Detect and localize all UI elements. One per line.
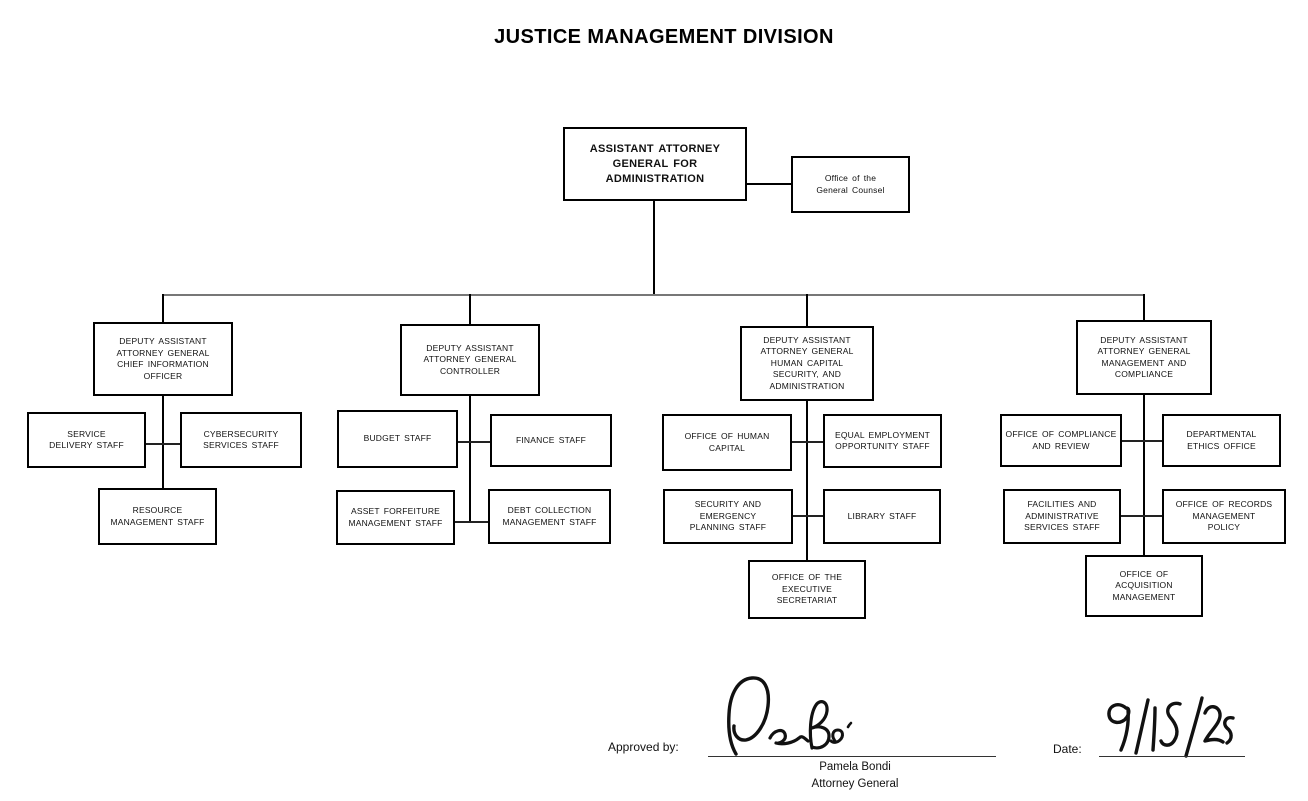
connector-counsel — [747, 183, 791, 185]
signature-line — [708, 756, 996, 757]
org-box-resource-management-staff: RESOURCE MANAGEMENT STAFF — [98, 488, 217, 545]
org-box-deputy-controller: DEPUTY ASSISTANT ATTORNEY GENERAL CONTRO… — [400, 324, 540, 396]
org-box-office-human-capital: OFFICE OF HUMAN CAPITAL — [662, 414, 792, 471]
connector-branch1-row1 — [146, 443, 180, 445]
date-label: Date: — [1053, 742, 1082, 756]
org-box-asset-forfeiture-staff: ASSET FORFEITURE MANAGEMENT STAFF — [336, 490, 455, 545]
org-box-deputy-human-capital: DEPUTY ASSISTANT ATTORNEY GENERAL HUMAN … — [740, 326, 874, 401]
org-box-security-emergency-planning: SECURITY AND EMERGENCY PLANNING STAFF — [663, 489, 793, 544]
org-box-executive-secretariat: OFFICE OF THE EXECUTIVE SECRETARIAT — [748, 560, 866, 619]
org-box-finance-staff: FINANCE STAFF — [490, 414, 612, 467]
org-box-budget-staff: BUDGET STAFF — [337, 410, 458, 468]
org-box-deputy-management-compliance: DEPUTY ASSISTANT ATTORNEY GENERAL MANAGE… — [1076, 320, 1212, 395]
org-box-office-general-counsel: Office of the General Counsel — [791, 156, 910, 213]
signature-pamela-bondi — [727, 676, 853, 756]
connector-branch3-spine — [806, 401, 808, 560]
connector-branch2-spine — [469, 396, 471, 522]
org-box-acquisition-management: OFFICE OF ACQUISITION MANAGEMENT — [1085, 555, 1203, 617]
org-box-departmental-ethics: DEPARTMENTAL ETHICS OFFICE — [1162, 414, 1281, 467]
connector-branch4-spine — [1143, 395, 1145, 555]
connector-drop-branch3 — [806, 294, 808, 326]
date-line — [1099, 756, 1245, 757]
org-box-debt-collection-staff: DEBT COLLECTION MANAGEMENT STAFF — [488, 489, 611, 544]
connector-branch1-spine — [162, 396, 164, 488]
connector-branch4-row1 — [1122, 440, 1162, 442]
connector-branch2-row2 — [455, 521, 488, 523]
signer-name: Pamela Bondi — [819, 761, 891, 773]
connector-branch2-row1 — [458, 441, 490, 443]
connector-drop-branch4 — [1143, 294, 1145, 320]
connector-drop-branch1 — [162, 294, 164, 322]
org-box-records-management-policy: OFFICE OF RECORDS MANAGEMENT POLICY — [1162, 489, 1286, 544]
page-title: JUSTICE MANAGEMENT DIVISION — [494, 26, 834, 48]
connector-branch3-row1 — [792, 441, 823, 443]
org-box-eeo-staff: EQUAL EMPLOYMENT OPPORTUNITY STAFF — [823, 414, 942, 468]
connector-main-horizontal — [162, 294, 1145, 296]
connector-root-spine — [653, 200, 655, 295]
org-box-compliance-review: OFFICE OF COMPLIANCE AND REVIEW — [1000, 414, 1122, 467]
org-box-assistant-attorney-general: ASSISTANT ATTORNEY GENERAL FOR ADMINISTR… — [563, 127, 747, 201]
connector-branch3-row2 — [793, 515, 823, 517]
org-box-deputy-cio: DEPUTY ASSISTANT ATTORNEY GENERAL CHIEF … — [93, 322, 233, 396]
org-box-library-staff: LIBRARY STAFF — [823, 489, 941, 544]
org-box-service-delivery-staff: SERVICE DELIVERY STAFF — [27, 412, 146, 468]
connector-drop-branch2 — [469, 294, 471, 324]
date-handwriting — [1107, 696, 1235, 758]
signer-title: Attorney General — [811, 778, 899, 790]
approved-by-label: Approved by: — [608, 740, 679, 754]
org-box-facilities-admin-services: FACILITIES AND ADMINISTRATIVE SERVICES S… — [1003, 489, 1121, 544]
org-box-cybersecurity-services-staff: CYBERSECURITY SERVICES STAFF — [180, 412, 302, 468]
connector-branch4-row2 — [1121, 515, 1162, 517]
